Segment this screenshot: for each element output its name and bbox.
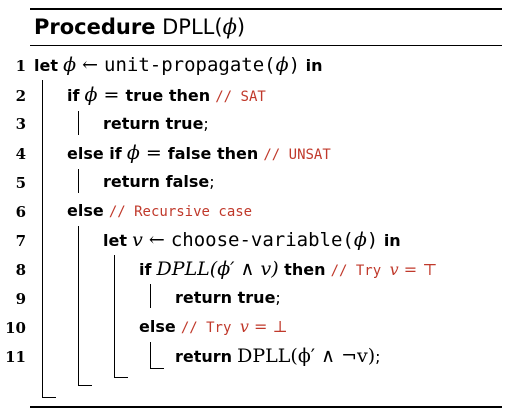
block-end-else-try-false bbox=[150, 368, 164, 369]
code-line-1: let ϕ ← unit-propagate(ϕ) in bbox=[34, 54, 323, 76]
block-line-let bbox=[42, 80, 43, 398]
line-number: 11 bbox=[5, 348, 26, 366]
line-number: 2 bbox=[15, 87, 26, 105]
code-line-2: if ϕ = true then // SAT bbox=[67, 84, 266, 106]
block-line-else-try-false bbox=[150, 342, 151, 369]
block-end-let bbox=[42, 397, 56, 398]
line-number: 7 bbox=[15, 232, 26, 250]
procedure-name: DPLL( bbox=[162, 15, 223, 39]
code-line-11: return DPLL(ϕ′ ∧ ¬v); bbox=[175, 345, 381, 367]
line-number: 5 bbox=[15, 174, 26, 192]
line-number: 6 bbox=[15, 203, 26, 221]
procedure-title: Procedure DPLL(ϕ) bbox=[34, 13, 245, 41]
code-line-3: return true; bbox=[103, 114, 209, 133]
block-end-let-v bbox=[114, 377, 128, 378]
block-line-let-v bbox=[114, 255, 115, 378]
procedure-close: ) bbox=[236, 15, 246, 39]
code-line-6: else // Recursive case bbox=[67, 201, 253, 220]
procedure-keyword: Procedure bbox=[34, 15, 156, 39]
header-rule bbox=[30, 45, 502, 46]
procedure-arg: ϕ bbox=[222, 15, 237, 39]
line-number: 9 bbox=[15, 290, 26, 308]
line-number: 3 bbox=[15, 115, 26, 133]
line-number: 8 bbox=[15, 261, 26, 279]
code-line-9: return true; bbox=[175, 288, 281, 307]
block-line-if-sat bbox=[78, 111, 79, 135]
code-line-4: else if ϕ = false then // UNSAT bbox=[67, 142, 331, 164]
code-line-7: let v ← choose-variable(ϕ) in bbox=[103, 229, 401, 251]
block-line-if-unsat bbox=[78, 169, 79, 193]
line-number: 4 bbox=[15, 145, 26, 163]
top-rule bbox=[30, 8, 502, 10]
line-number: 1 bbox=[15, 57, 26, 75]
bottom-rule bbox=[30, 406, 502, 408]
code-line-5: return false; bbox=[103, 172, 215, 191]
line-number: 10 bbox=[5, 319, 26, 337]
block-line-else bbox=[78, 226, 79, 386]
block-end-else bbox=[78, 385, 92, 386]
code-line-10: else // Try v = ⊥ bbox=[139, 317, 288, 336]
code-line-8: if DPLL(ϕ′ ∧ v) then // Try v = ⊤ bbox=[139, 258, 438, 280]
block-line-if-try-true bbox=[150, 284, 151, 308]
